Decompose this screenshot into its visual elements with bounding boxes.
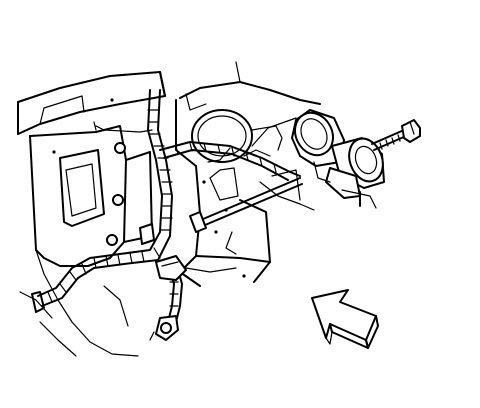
wiring-harness bbox=[31, 89, 315, 323]
harness-connector bbox=[139, 223, 187, 281]
lamp-opening bbox=[191, 109, 283, 163]
inner-fender-panel bbox=[175, 99, 301, 287]
direction-arrow bbox=[311, 289, 379, 349]
engine-compartment-bracket bbox=[19, 98, 153, 357]
horn bbox=[291, 109, 385, 209]
ground-terminal bbox=[149, 315, 179, 341]
upper-body-panel bbox=[17, 61, 321, 135]
support-rod bbox=[189, 177, 303, 233]
mounting-bolt bbox=[371, 119, 421, 151]
